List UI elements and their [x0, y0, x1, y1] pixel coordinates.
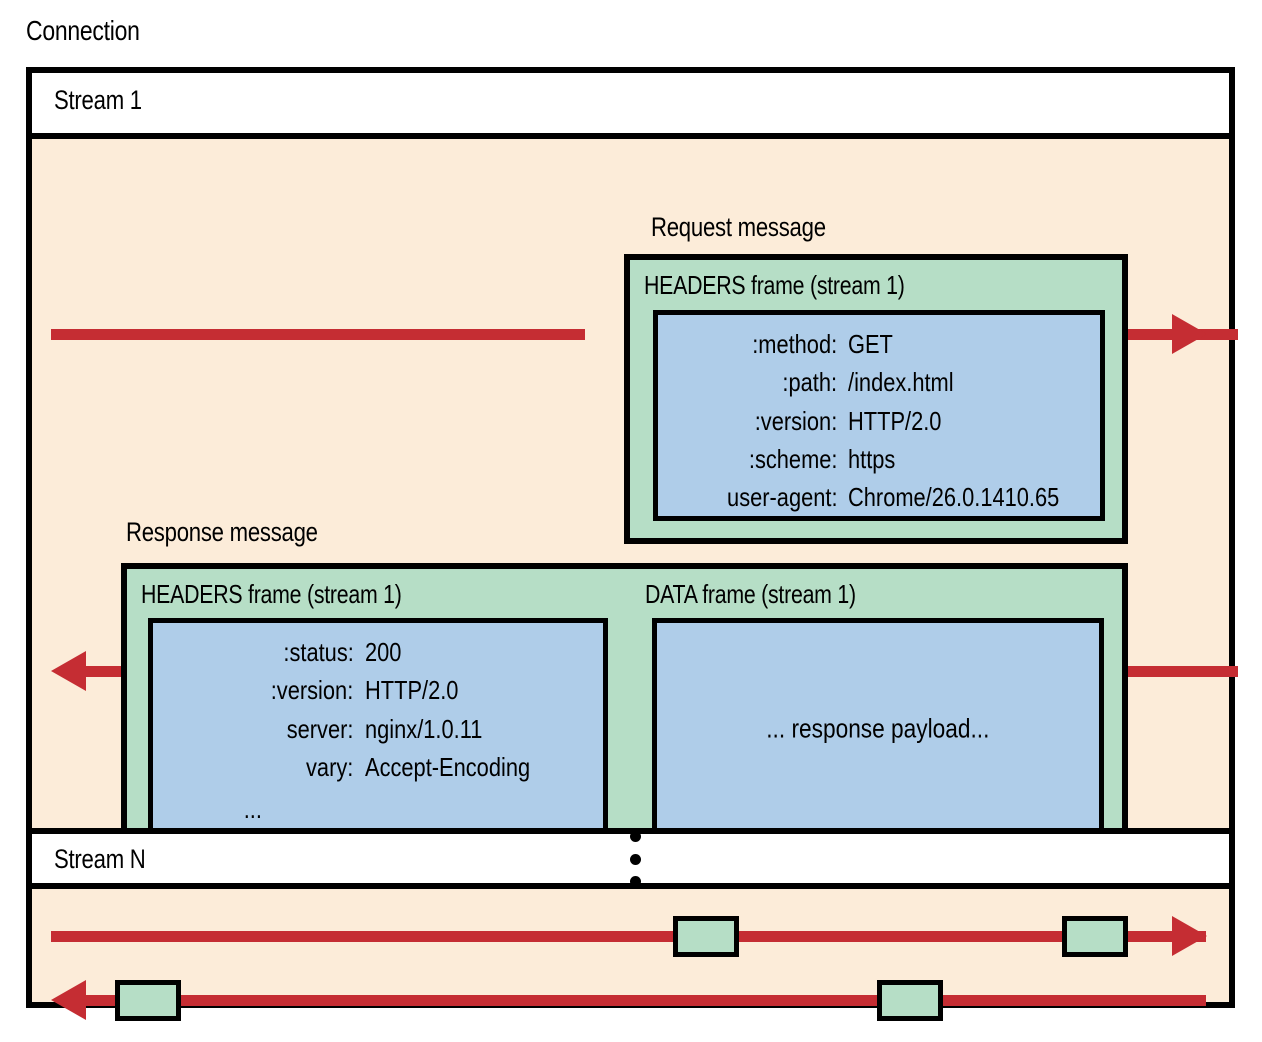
request-headers-frame-title: HEADERS frame (stream 1) [644, 270, 905, 300]
header-key: :path: [782, 367, 838, 398]
stream-1-band: Stream 1 [32, 73, 1229, 139]
header-key: :scheme: [748, 443, 838, 474]
response-headers-table: :status: 200 :version: HTTP/2.0 server: … [153, 633, 603, 829]
ellipsis-dot [629, 831, 641, 842]
response-data-payload-text: ... response payload... [766, 713, 990, 744]
stream-n-incoming-frame-chip [877, 980, 943, 1021]
stream-n-body [32, 889, 1229, 1021]
stream-1-title: Stream 1 [54, 85, 142, 115]
header-key: :version: [270, 675, 354, 706]
request-headers-frame: HEADERS frame (stream 1) :method: GET :p… [624, 254, 1128, 544]
header-value: Accept-Encoding [364, 751, 530, 782]
request-headers-table: :method: GET :path: /index.html :version… [658, 325, 1100, 517]
stream-1-body: Request message HEADERS frame (stream 1)… [32, 139, 1238, 868]
request-message-caption: Request message [651, 212, 826, 242]
response-data-payload-box: ... response payload... [652, 618, 1104, 840]
response-data-frame-title: DATA frame (stream 1) [645, 579, 856, 609]
header-value: GET [848, 329, 894, 359]
request-arrow-head-icon [1172, 314, 1207, 354]
stream-n-incoming-arrow-head-icon [51, 980, 86, 1020]
stream-n-outgoing-arrow-head-icon [1172, 916, 1207, 956]
stream-n-incoming-frame-chip [115, 980, 181, 1021]
header-value: https [848, 443, 896, 474]
table-row: user-agent: Chrome/26.0.1410.65 [658, 478, 1100, 516]
table-row: :version: HTTP/2.0 [153, 671, 603, 709]
connection-caption: Connection [26, 15, 140, 46]
table-row: :scheme: https [658, 440, 1100, 478]
header-key: server: [286, 713, 354, 744]
header-key: :status: [283, 637, 354, 667]
header-value: /index.html [848, 367, 955, 398]
header-key: vary: [306, 751, 354, 782]
header-key: :method: [752, 329, 838, 359]
request-headers-payload-box: :method: GET :path: /index.html :version… [653, 310, 1105, 521]
response-data-payload-text-wrap: ... response payload... [657, 714, 1099, 745]
header-value: nginx/1.0.11 [364, 713, 482, 744]
stream-n-outgoing-frame-chip [1062, 916, 1128, 957]
response-arrow-line-left [82, 666, 136, 677]
table-row: :method: GET [658, 325, 1100, 363]
stream-n-outgoing-frame-chip [673, 916, 739, 957]
stream-n-title: Stream N [54, 844, 146, 874]
table-row: vary: Accept-Encoding [153, 748, 603, 786]
response-headers-payload-box: :status: 200 :version: HTTP/2.0 server: … [148, 618, 608, 840]
header-value: HTTP/2.0 [364, 675, 458, 706]
response-message-caption: Response message [126, 517, 318, 547]
header-key: user-agent: [726, 482, 838, 513]
header-value: Chrome/26.0.1410.65 [848, 482, 1060, 513]
table-row: :path: /index.html [658, 363, 1100, 401]
stream-ellipsis-icon [628, 831, 642, 887]
response-headers-frame-title: HEADERS frame (stream 1) [141, 579, 402, 609]
response-arrow-head-icon [51, 651, 86, 691]
table-row: ... [153, 786, 603, 828]
table-row: :status: 200 [153, 633, 603, 671]
table-row: :version: HTTP/2.0 [658, 402, 1100, 440]
headers-more-ellipsis: ... [244, 794, 263, 825]
header-key: :version: [754, 405, 838, 436]
ellipsis-dot [629, 876, 641, 887]
table-row: server: nginx/1.0.11 [153, 710, 603, 748]
header-value: HTTP/2.0 [848, 405, 942, 436]
response-frames-group: HEADERS frame (stream 1) DATA frame (str… [121, 563, 1128, 868]
response-arrow-line-right [1128, 666, 1238, 677]
stream-n-incoming-arrow-line [82, 995, 1206, 1006]
connection-box: Stream 1 Request message HEADERS frame (… [26, 67, 1238, 1021]
stream-n-outgoing-arrow-line [51, 931, 1206, 942]
ellipsis-dot [629, 853, 641, 865]
header-value: 200 [364, 637, 401, 667]
request-arrow-line-left [51, 329, 585, 340]
